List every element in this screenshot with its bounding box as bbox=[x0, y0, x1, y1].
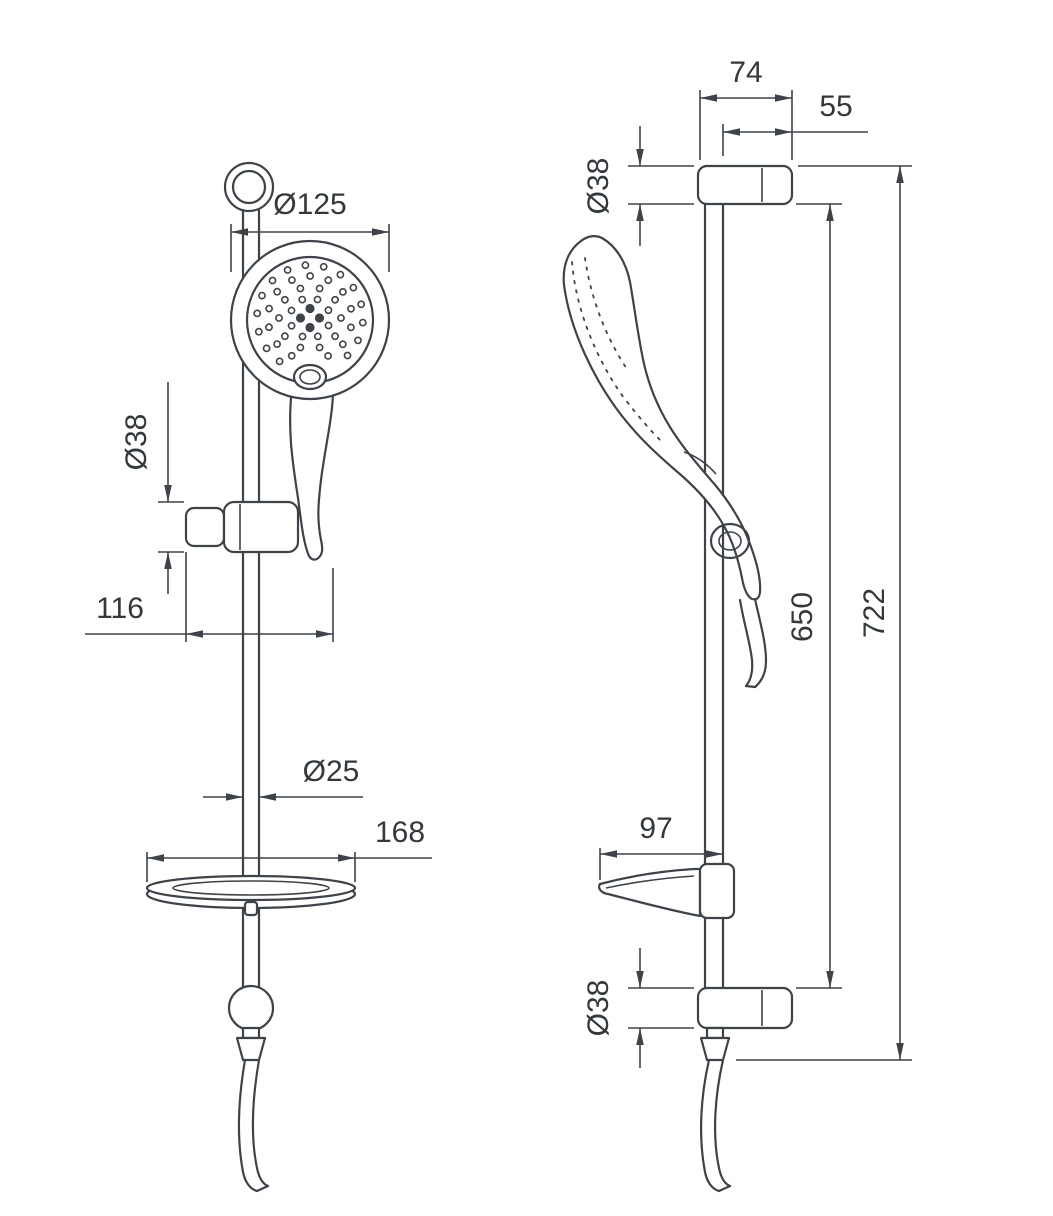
nozzle-dot bbox=[313, 295, 322, 304]
dim-overall-height-label: 722 bbox=[858, 588, 891, 638]
nozzle-dot bbox=[258, 291, 266, 300]
dim-rail-diameter: Ø25 bbox=[203, 755, 363, 801]
nozzle-dot bbox=[324, 306, 333, 315]
nozzle-dot bbox=[275, 357, 284, 366]
nozzle-dot bbox=[337, 314, 345, 322]
nozzle-dot bbox=[254, 327, 263, 336]
nozzle-dot bbox=[296, 343, 305, 352]
nozzle-dot bbox=[280, 332, 289, 341]
shower-head-side bbox=[562, 235, 762, 601]
dim-head-diameter: Ø125 bbox=[230, 188, 390, 272]
nozzle-center-dot bbox=[314, 313, 325, 323]
nozzle-dot bbox=[324, 321, 333, 330]
nozzle-dot bbox=[265, 304, 273, 313]
dim-bottom-bracket-diameter: Ø38 bbox=[582, 948, 694, 1068]
supply-elbow-front bbox=[227, 984, 275, 1062]
nozzle-dot bbox=[358, 318, 367, 327]
nozzle-dot bbox=[315, 343, 324, 352]
nozzle-dot bbox=[273, 340, 281, 348]
shower-head-front bbox=[229, 239, 391, 401]
hose-cone-side bbox=[699, 1036, 731, 1062]
nozzle-dot bbox=[324, 351, 332, 360]
dim-handle-offset: 116 bbox=[85, 552, 334, 642]
dim-dish-width: 168 bbox=[146, 816, 432, 882]
dim-dish-depth: 97 bbox=[599, 812, 723, 880]
nozzle-dot bbox=[287, 276, 296, 284]
nozzle-dot bbox=[301, 261, 310, 270]
nozzle-dot bbox=[287, 351, 296, 360]
shower-handle-front bbox=[289, 386, 335, 561]
dim-top-bracket-diameter: Ø38 bbox=[582, 126, 694, 246]
wall-bracket-bottom bbox=[696, 986, 794, 1062]
dim-bracket-wall-offset-label: 55 bbox=[819, 90, 852, 123]
nozzle-dot bbox=[268, 276, 277, 285]
dim-bracket-wall-offset: 55 bbox=[722, 90, 868, 156]
nozzle-dot bbox=[306, 272, 314, 280]
nozzle-dot bbox=[346, 323, 355, 332]
dim-head-diameter-label: Ø125 bbox=[273, 188, 346, 221]
dim-overall-height: 722 bbox=[736, 165, 912, 1061]
head-logo-button-inner bbox=[299, 369, 321, 385]
dim-holder-clamp-diameter-label: Ø38 bbox=[120, 414, 153, 471]
dim-bracket-depth: 74 bbox=[699, 56, 793, 160]
dim-bottom-bracket-diameter-label: Ø38 bbox=[582, 980, 615, 1037]
nozzle-dot bbox=[347, 304, 355, 313]
nozzle-dot bbox=[336, 270, 345, 279]
rail-holder-front bbox=[184, 500, 300, 554]
dim-handle-offset-label: 116 bbox=[96, 592, 144, 625]
nozzle-dot bbox=[287, 321, 296, 330]
nozzle-center-dot bbox=[295, 313, 306, 323]
head-logo-button bbox=[292, 363, 328, 391]
dim-bracket-depth-label: 74 bbox=[729, 56, 762, 89]
nozzle-dot bbox=[298, 295, 307, 304]
shower-hose-bottom-side bbox=[699, 1058, 732, 1193]
nozzle-dot bbox=[313, 332, 322, 341]
nozzle-dot bbox=[319, 262, 328, 271]
nozzle-field bbox=[253, 261, 367, 366]
dish-drain-nub bbox=[243, 900, 259, 917]
dim-rail-diameter-label: Ø25 bbox=[303, 755, 360, 788]
rail-holder-side bbox=[709, 522, 751, 560]
nozzle-dot bbox=[331, 295, 339, 304]
dim-holder-clamp-diameter: Ø38 bbox=[120, 382, 184, 594]
nozzle-dot bbox=[253, 309, 262, 318]
nozzle-dot bbox=[338, 340, 347, 349]
dish-collar bbox=[698, 862, 736, 920]
nozzle-dot bbox=[315, 284, 324, 293]
nozzle-dot bbox=[324, 276, 333, 285]
dim-rail-length-label: 650 bbox=[786, 592, 819, 642]
head-neck-seam bbox=[683, 451, 717, 475]
nozzle-dot bbox=[273, 287, 282, 296]
nozzle-dot bbox=[283, 266, 292, 274]
hose-cone-front bbox=[235, 1036, 267, 1062]
front-view: Ø125 Ø38 116 Ø25 168 bbox=[85, 161, 432, 1193]
nozzle-dot bbox=[298, 332, 307, 341]
dim-dish-width-label: 168 bbox=[375, 816, 425, 849]
nozzle-dot bbox=[354, 336, 362, 345]
dim-top-bracket-diameter-label: Ø38 bbox=[582, 158, 615, 215]
nozzle-dot bbox=[349, 283, 358, 292]
dim-dish-depth-label: 97 bbox=[639, 812, 672, 845]
side-view: 74 55 Ø38 97 Ø38 bbox=[562, 56, 912, 1193]
nozzle-dot bbox=[262, 344, 271, 353]
nozzle-center-dot bbox=[305, 322, 315, 333]
nozzle-dot bbox=[343, 351, 352, 360]
soap-dish-front bbox=[145, 874, 357, 917]
nozzle-dot bbox=[296, 284, 305, 293]
top-ring-front bbox=[223, 161, 275, 213]
nozzle-center-dot bbox=[305, 303, 315, 314]
shower-hose-front bbox=[237, 1058, 270, 1193]
shower-hose-side bbox=[738, 597, 768, 689]
nozzle-dot bbox=[331, 332, 339, 341]
nozzle-dot bbox=[275, 314, 283, 322]
nozzle-dot bbox=[265, 323, 273, 332]
dim-rail-length: 650 bbox=[786, 203, 842, 989]
nozzle-dot bbox=[338, 287, 347, 296]
wall-bracket-top bbox=[696, 164, 794, 206]
nozzle-dot bbox=[357, 300, 366, 309]
soap-dish-side bbox=[598, 862, 736, 920]
nozzle-dot bbox=[287, 306, 296, 315]
nozzle-dot bbox=[280, 295, 289, 304]
